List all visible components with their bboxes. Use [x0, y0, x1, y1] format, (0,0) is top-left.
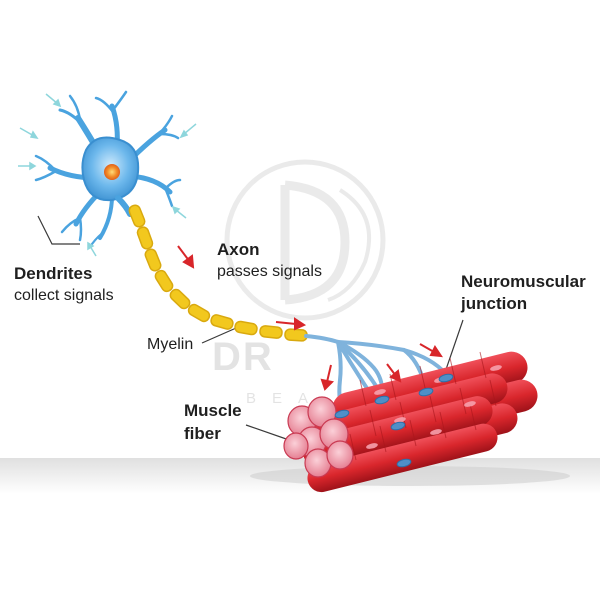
neuromuscular-junctions — [334, 373, 454, 468]
muscle-fiber-bundle — [283, 351, 538, 493]
axon-title: Axon — [217, 240, 260, 259]
neuromuscular-junction-label-line1: Neuromuscular — [461, 272, 586, 291]
nucleus — [104, 164, 120, 180]
fiber-end-faces — [283, 396, 354, 478]
fiber-striations — [349, 351, 497, 461]
incoming-signal-arrows — [18, 93, 197, 257]
neuromuscular-junction-label-line2: junction — [461, 294, 528, 313]
dendrites-title: Dendrites — [14, 264, 93, 283]
watermark-text-line2: BEA — [246, 390, 325, 407]
dendrites-description: collect signals — [14, 287, 114, 304]
axon-hillock — [115, 195, 133, 217]
fiber-nuclei — [366, 365, 502, 449]
myelin-sheath — [128, 204, 308, 342]
muscle-fiber-label-line2: fiber — [184, 424, 221, 443]
signal-direction-arrows — [177, 245, 444, 391]
muscle-fiber-label-line1: Muscle — [184, 401, 242, 420]
axon-description: passes signals — [217, 263, 322, 280]
myelin-label: Myelin — [147, 336, 194, 353]
watermark-text-line1: DR — [212, 335, 274, 379]
watermark-logo — [224, 159, 386, 321]
muscle-fiber — [307, 423, 498, 493]
